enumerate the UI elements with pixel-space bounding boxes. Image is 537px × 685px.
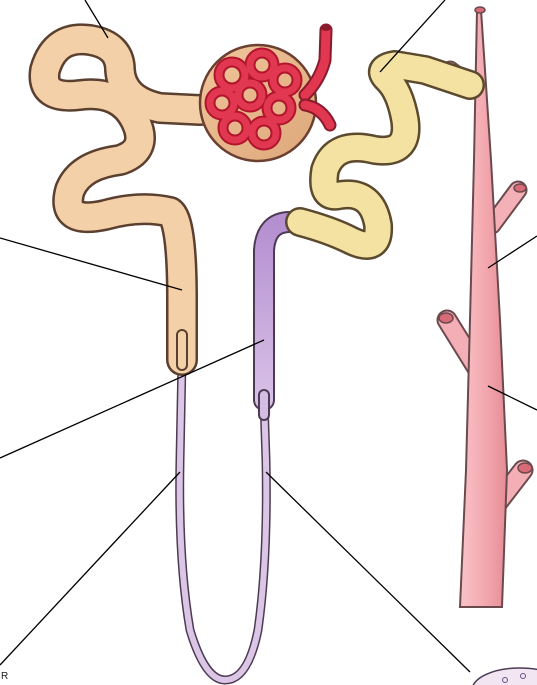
proximal-convoluted-tubule bbox=[44, 39, 200, 365]
leader-line-ascending bbox=[266, 472, 470, 672]
loop-of-henle bbox=[180, 360, 267, 680]
cross-section-fragment bbox=[472, 668, 537, 685]
leader-line-descending bbox=[0, 472, 180, 665]
leader-line-pst bbox=[0, 238, 182, 290]
corner-glyph: R bbox=[1, 671, 8, 682]
glomerulus bbox=[210, 25, 331, 145]
collecting-duct bbox=[439, 7, 532, 607]
thick-ascending-limb bbox=[264, 222, 305, 415]
leader-line-thick-limb bbox=[0, 340, 264, 458]
distal-convoluted-tubule bbox=[300, 65, 470, 245]
